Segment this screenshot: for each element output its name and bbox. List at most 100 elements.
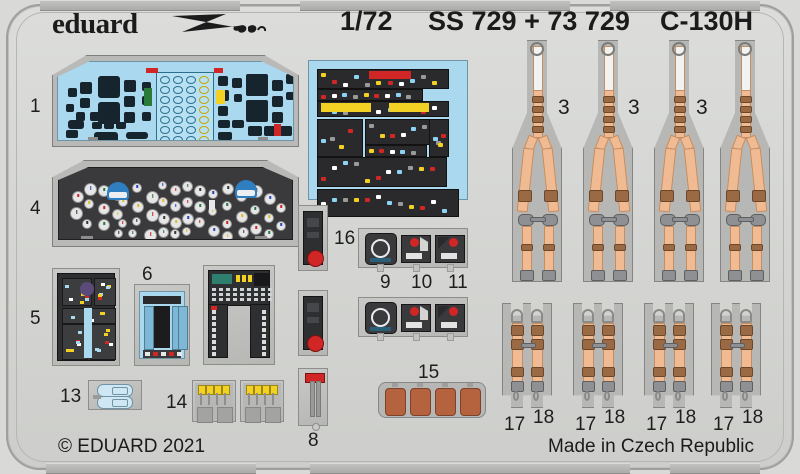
gauge-needle [186, 183, 189, 187]
console-block [317, 119, 363, 157]
gauge-needle [162, 229, 165, 233]
handle-base [441, 322, 457, 328]
lapbelt-adjuster [602, 325, 615, 336]
seat-cushion [385, 388, 406, 416]
console-switch [398, 201, 403, 206]
lapbelt-adjuster-lower [511, 367, 524, 377]
cushion-tab [467, 383, 473, 387]
gauge-needle [174, 187, 177, 191]
switch-dot [268, 288, 272, 291]
gauge-needle [280, 223, 282, 227]
lapbelt-end-ring [513, 391, 519, 401]
console-switch [420, 206, 425, 211]
throttle-lever-knob [206, 385, 214, 395]
console-switch [331, 166, 337, 171]
part-label-4: 4 [30, 198, 41, 219]
gauge-face [99, 186, 109, 196]
cushion-tab [442, 383, 448, 387]
lapbelt-carrier [573, 303, 623, 408]
console-switch [379, 149, 385, 154]
radio-slot [144, 306, 154, 350]
sprue-stub [377, 264, 384, 272]
part-17-18-lapbelt-4 [711, 303, 761, 408]
console-switch [99, 292, 104, 296]
shoulder-buckle-left [589, 190, 603, 202]
pedestal-face [208, 270, 272, 358]
horizon-bar [109, 192, 127, 198]
sprue-stub [447, 333, 454, 341]
console-switch [353, 161, 359, 166]
instrument-cutout [142, 112, 151, 121]
lapbelt-adjuster [673, 325, 686, 336]
shoulder-buckle-left [726, 190, 740, 202]
throttle-lever-arm [224, 393, 226, 405]
part-label-3-b: 3 [628, 96, 640, 119]
console-switch [69, 349, 74, 353]
runner-bottom-2 [310, 463, 630, 474]
switch-dot [219, 288, 223, 291]
lapbelt-adjuster-lower [653, 367, 666, 377]
console-switch [332, 80, 338, 85]
lower-adjuster-right [751, 244, 763, 251]
console-switch [365, 197, 370, 202]
sprue-stub [447, 264, 454, 272]
bezel-ring [371, 308, 390, 327]
part-3-harness-1 [512, 40, 562, 282]
harness-adjuster [532, 116, 544, 123]
switch-dot [262, 316, 266, 320]
switch-dot [262, 310, 266, 314]
gauge-needle [174, 203, 177, 207]
instrument-cutout [116, 122, 126, 129]
lapbelt-crossbar [592, 343, 607, 348]
part-label-13: 13 [60, 386, 82, 407]
gauge-needle [162, 199, 164, 203]
quadrant-base-left [245, 407, 261, 423]
lapbelt-fitting [653, 381, 666, 392]
instrument-cutout [218, 120, 230, 128]
gauge-face [119, 198, 127, 206]
instrument-cutout [80, 98, 90, 108]
gauge-needle [88, 201, 90, 205]
throttle-lever-arm [272, 393, 274, 405]
console-switch [65, 285, 69, 288]
console-switch [353, 94, 358, 99]
gauge-needle [77, 193, 79, 198]
instrument-cutout [124, 80, 136, 92]
panel-strip [307, 218, 319, 227]
console-block [317, 157, 447, 187]
gauge-face [237, 212, 247, 222]
gauge-needle [185, 229, 188, 232]
instrument-cutout [76, 112, 85, 121]
console-switch [376, 194, 381, 199]
gauge-needle [227, 185, 229, 190]
part-10-handle [401, 304, 431, 332]
console-switch [433, 136, 438, 141]
switch-dot [254, 288, 258, 291]
switch-dot [212, 310, 216, 314]
console-switch [411, 127, 417, 132]
throttle-lever-arm [200, 393, 202, 405]
lapbelt-end-ring [655, 391, 661, 401]
sprue-stub [413, 333, 420, 341]
gauge-needle [254, 207, 256, 211]
runner-top-1 [40, 0, 240, 11]
handle-button [410, 238, 419, 247]
dial-ring [160, 106, 170, 114]
part-9-bezel [365, 233, 397, 265]
instrument-cutout [218, 106, 228, 116]
accent-red [211, 306, 217, 310]
switch-dot [268, 293, 272, 296]
switch-dot [212, 334, 216, 338]
switch-dot [240, 298, 244, 301]
console-switch [376, 80, 382, 85]
gauge-face [129, 230, 136, 237]
switch-dot [212, 352, 216, 356]
lapbelt-adjuster [740, 325, 753, 336]
lapbelt-adjuster [720, 325, 733, 336]
console-switch [321, 201, 326, 206]
part-label-14: 14 [166, 392, 188, 413]
gauge-needle [199, 203, 201, 208]
lower-adjuster-right [543, 244, 555, 251]
console-switch [161, 352, 166, 356]
switch-dot [212, 288, 216, 291]
